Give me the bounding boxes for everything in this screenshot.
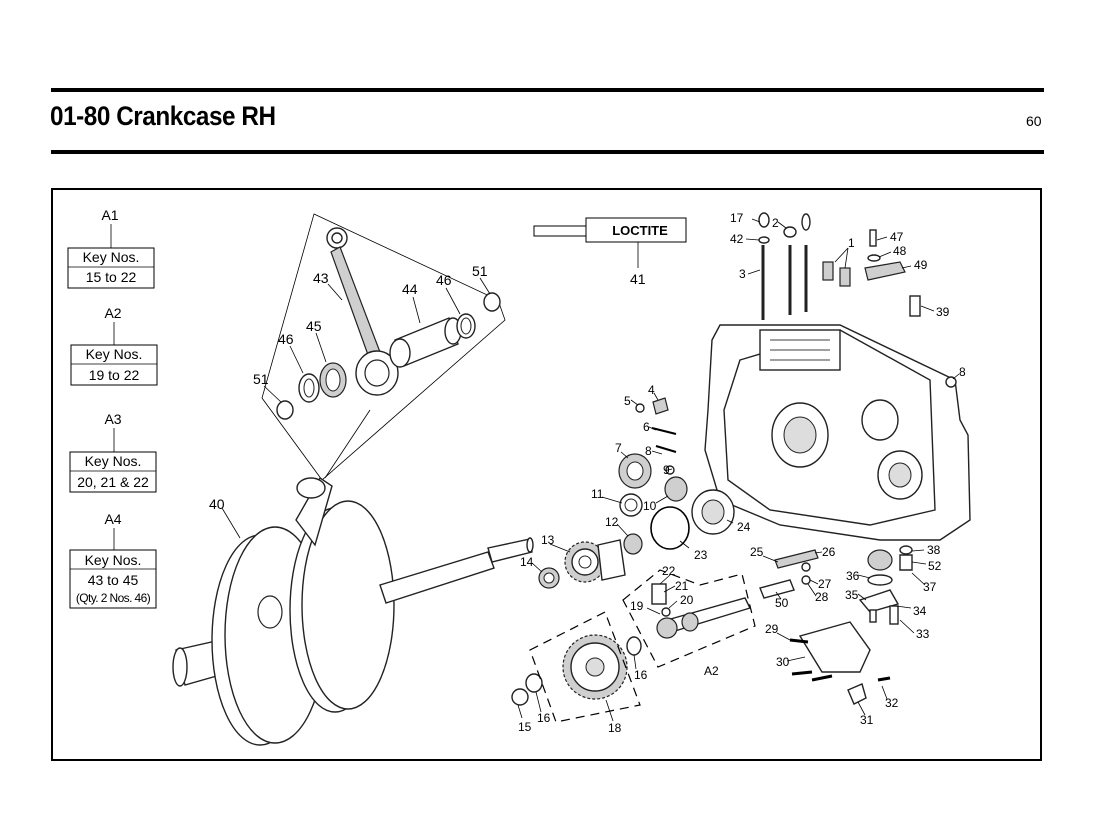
callout-a2: A2 bbox=[704, 664, 719, 678]
callout-26: 26 bbox=[822, 545, 836, 559]
key-label: Key Nos. bbox=[85, 552, 142, 568]
key-group-a4: A4 Key Nos. 43 to 45 (Qty. 2 Nos. 46) bbox=[69, 511, 157, 609]
callout-12: 12 bbox=[605, 515, 619, 529]
callout-43: 43 bbox=[313, 270, 329, 286]
callout-16b: 16 bbox=[634, 668, 648, 682]
cover-parts bbox=[759, 545, 927, 716]
callout-32: 32 bbox=[885, 696, 899, 710]
key-value: 15 to 22 bbox=[86, 269, 137, 285]
crankshaft bbox=[172, 409, 534, 746]
callout-25: 25 bbox=[750, 545, 764, 559]
header-top-rule bbox=[51, 88, 1044, 92]
shaft-assembly bbox=[646, 574, 751, 639]
page-title: 01-80 Crankcase RH bbox=[50, 101, 276, 131]
crankcase-body bbox=[704, 324, 971, 541]
callout-52: 52 bbox=[928, 559, 942, 573]
conrod-inset bbox=[261, 213, 506, 481]
key-group-a1: A1 Key Nos. 15 to 22 bbox=[67, 207, 155, 289]
loctite-callout: LOCTITE bbox=[533, 217, 687, 268]
callout-48: 48 bbox=[893, 244, 907, 258]
callout-40: 40 bbox=[209, 496, 225, 512]
header-bottom-rule bbox=[51, 150, 1044, 154]
callout-16: 16 bbox=[537, 711, 551, 725]
callout-5: 5 bbox=[624, 394, 631, 408]
callout-46: 46 bbox=[436, 272, 452, 288]
key-group-a3: A3 Key Nos. 20, 21 & 22 bbox=[69, 411, 157, 493]
callout-19: 19 bbox=[630, 599, 644, 613]
callout-23: 23 bbox=[694, 548, 708, 562]
callout-17: 17 bbox=[730, 211, 744, 225]
callout-39: 39 bbox=[936, 305, 950, 319]
callout-21: 21 bbox=[675, 579, 689, 593]
bearing-parts bbox=[601, 392, 735, 555]
callout-8b: 8 bbox=[959, 365, 966, 379]
callout-27: 27 bbox=[818, 577, 832, 591]
callout-3: 3 bbox=[739, 267, 746, 281]
key-id: A1 bbox=[101, 207, 118, 223]
callout-24: 24 bbox=[737, 520, 751, 534]
callout-37: 37 bbox=[923, 580, 937, 594]
callout-15: 15 bbox=[518, 720, 532, 734]
callout-50: 50 bbox=[775, 596, 789, 610]
top-parts bbox=[745, 212, 960, 388]
callout-42: 42 bbox=[730, 232, 744, 246]
callout-10: 10 bbox=[643, 499, 657, 513]
key-id: A2 bbox=[104, 305, 121, 321]
callout-51: 51 bbox=[472, 263, 488, 279]
callout-46b: 46 bbox=[278, 331, 294, 347]
callout-51b: 51 bbox=[253, 371, 269, 387]
key-note: (Qty. 2 Nos. 46) bbox=[76, 591, 151, 605]
callout-22: 22 bbox=[662, 564, 676, 578]
key-id: A4 bbox=[104, 511, 121, 527]
callout-49: 49 bbox=[914, 258, 928, 272]
callout-36: 36 bbox=[846, 569, 860, 583]
callout-11: 11 bbox=[591, 487, 604, 501]
callout-9: 9 bbox=[663, 463, 670, 477]
key-id: A3 bbox=[104, 411, 121, 427]
callout-28: 28 bbox=[815, 590, 829, 604]
page-number: 60 bbox=[1026, 113, 1042, 129]
key-label: Key Nos. bbox=[83, 249, 140, 265]
callout-2: 2 bbox=[772, 216, 779, 230]
key-label: Key Nos. bbox=[86, 346, 143, 362]
callout-8: 8 bbox=[645, 444, 652, 458]
key-group-a2: A2 Key Nos. 19 to 22 bbox=[70, 305, 158, 386]
callout-38: 38 bbox=[927, 543, 941, 557]
callout-45: 45 bbox=[306, 318, 322, 334]
key-value: 19 to 22 bbox=[89, 367, 140, 383]
callout-29: 29 bbox=[765, 622, 779, 636]
dashed-group-outlines bbox=[529, 569, 756, 723]
callout-7: 7 bbox=[615, 441, 622, 455]
loctite-label: LOCTITE bbox=[612, 223, 668, 238]
callout-44: 44 bbox=[402, 281, 418, 297]
gears bbox=[511, 539, 642, 722]
key-label: Key Nos. bbox=[85, 453, 142, 469]
callout-35: 35 bbox=[845, 588, 859, 602]
callout-34: 34 bbox=[913, 604, 927, 618]
callout-14: 14 bbox=[520, 555, 534, 569]
callout-4: 4 bbox=[648, 383, 655, 397]
callout-13: 13 bbox=[541, 533, 555, 547]
callout-41: 41 bbox=[630, 271, 646, 287]
callout-1: 1 bbox=[848, 236, 855, 250]
callout-18: 18 bbox=[608, 721, 622, 735]
callout-47: 47 bbox=[890, 230, 904, 244]
callout-6: 6 bbox=[643, 420, 650, 434]
callout-31: 31 bbox=[860, 713, 874, 727]
callout-labels: 1 2 3 4 5 6 7 8 8 9 10 11 12 13 14 15 16… bbox=[209, 211, 966, 735]
callout-20: 20 bbox=[680, 593, 694, 607]
callout-33: 33 bbox=[916, 627, 930, 641]
diagram-frame bbox=[51, 188, 1042, 761]
key-value: 20, 21 & 22 bbox=[77, 474, 149, 490]
callout-30: 30 bbox=[776, 655, 790, 669]
key-value: 43 to 45 bbox=[88, 572, 139, 588]
